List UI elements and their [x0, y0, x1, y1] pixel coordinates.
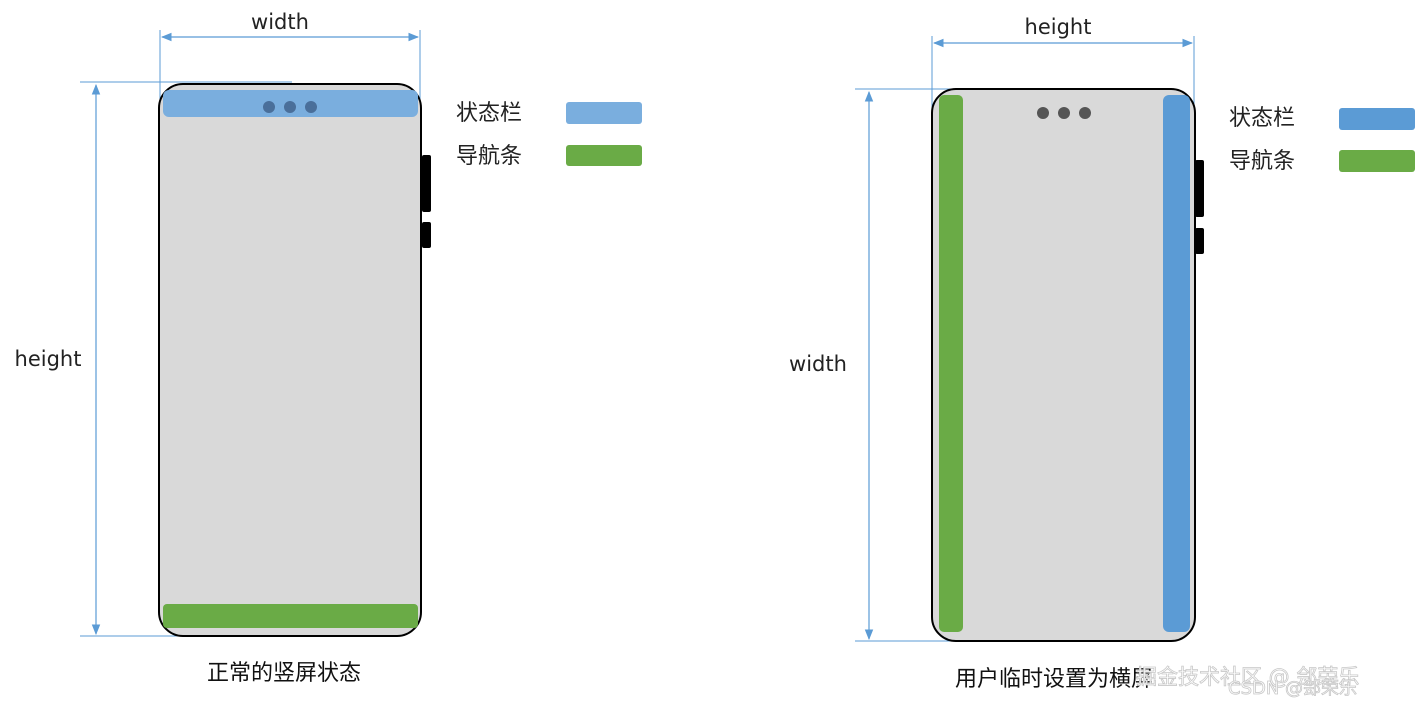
camera-dot — [1058, 107, 1070, 119]
camera-dot — [284, 101, 296, 113]
portrait-legend: 状态栏 导航条 — [456, 101, 642, 169]
landscape-legend: 状态栏 导航条 — [1229, 106, 1415, 174]
portrait-panel: width height 状态栏 导航条 正常的竖屏状态 — [15, 10, 642, 686]
legend-navigation-bar-label: 导航条 — [1229, 149, 1295, 174]
landscape-caption: 用户临时设置为横屏 — [955, 667, 1153, 692]
legend-status-bar-swatch — [566, 102, 642, 124]
side-button-large — [1195, 160, 1204, 217]
camera-dot — [305, 101, 317, 113]
legend-navigation-bar-swatch — [1339, 150, 1415, 172]
portrait-caption: 正常的竖屏状态 — [207, 661, 361, 686]
camera-dot — [1037, 107, 1049, 119]
watermark-csdn: CSDN @郐荣乐 — [1228, 678, 1357, 699]
camera-dot — [263, 101, 275, 113]
side-dimension-label: width — [789, 352, 847, 376]
width-dimension-label: width — [251, 10, 309, 34]
navigation-bar — [939, 95, 963, 632]
phone-body — [158, 83, 422, 637]
side-button-large — [422, 155, 431, 212]
side-button-small — [422, 222, 431, 248]
portrait-phone — [158, 83, 431, 637]
status-bar — [1163, 95, 1190, 632]
landscape-phone — [931, 88, 1204, 642]
height-dimension-label: height — [15, 347, 82, 371]
legend-status-bar-label: 状态栏 — [1229, 106, 1295, 131]
watermark-juejin: 掘金技术社区 @ 郐荣乐 — [1136, 665, 1359, 689]
legend-status-bar-label: 状态栏 — [456, 101, 522, 126]
camera-dot — [1079, 107, 1091, 119]
legend-navigation-bar-swatch — [566, 145, 642, 166]
legend-status-bar-swatch — [1339, 108, 1415, 130]
legend-navigation-bar-label: 导航条 — [456, 144, 522, 169]
landscape-panel: height width 状态栏 导航条 用户临时设置为横屏 — [789, 15, 1415, 692]
top-dimension-label: height — [1025, 15, 1092, 39]
phone-body — [931, 88, 1196, 642]
navigation-bar — [163, 604, 418, 628]
side-button-small — [1195, 228, 1204, 254]
